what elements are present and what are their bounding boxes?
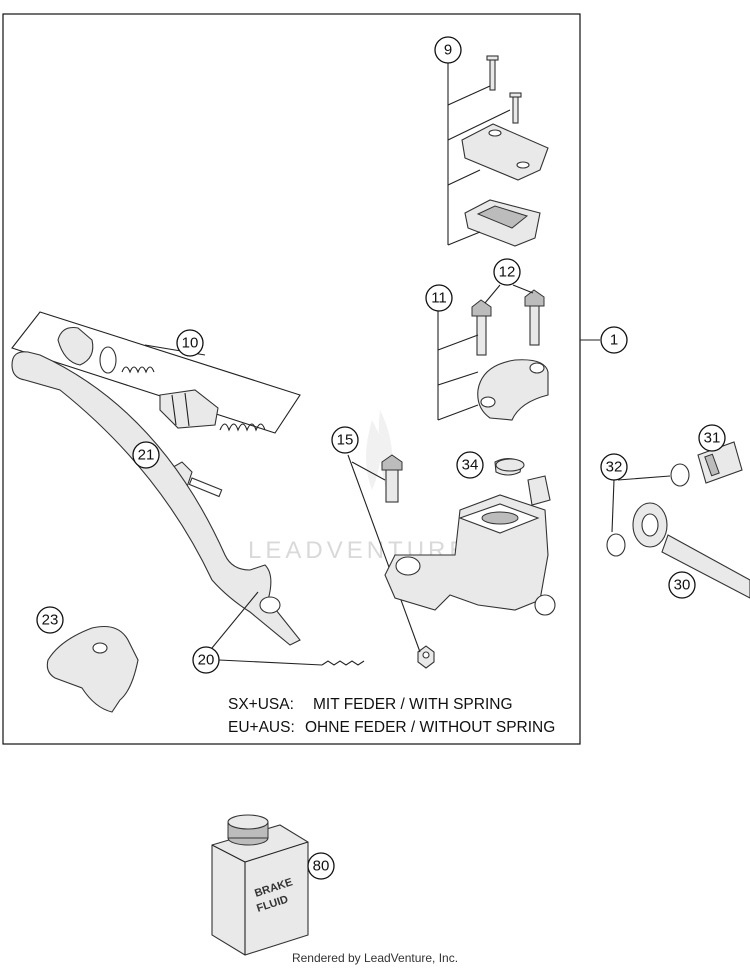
piston-kit-group	[11, 311, 301, 434]
clamp-bolt-right	[529, 304, 540, 346]
assembly-frame	[2, 13, 581, 745]
callout-21: 21	[132, 441, 160, 469]
callout-34: 34	[456, 451, 484, 479]
return-spring	[219, 423, 266, 432]
note-text-2: OHNE FEDER / WITHOUT SPRING	[305, 719, 555, 736]
callout-80: 80	[307, 852, 335, 880]
brake-hose	[661, 534, 750, 599]
brake-hose-group	[606, 441, 750, 599]
callout-23: 23	[36, 606, 64, 634]
svg-text:10: 10	[182, 335, 199, 352]
lever-group	[11, 351, 365, 666]
svg-text:12: 12	[499, 264, 516, 281]
washer-upper	[670, 463, 690, 487]
piston	[159, 389, 219, 429]
callout-32: 32	[600, 453, 628, 481]
brake-fluid-can: BRAKE FLUID	[211, 814, 309, 956]
note-text-1: MIT FEDER / WITH SPRING	[313, 696, 513, 713]
pivot-bolt	[385, 467, 399, 503]
svg-text:1: 1	[610, 332, 618, 349]
callout-11: 11	[425, 284, 453, 312]
clamp-group	[437, 284, 549, 421]
svg-text:23: 23	[42, 612, 59, 629]
svg-text:9: 9	[444, 42, 452, 59]
note-region-2: EU+AUS:	[228, 719, 295, 736]
callout-30: 30	[668, 571, 696, 599]
reservoir-plug	[495, 458, 525, 472]
callout-10: 10	[176, 329, 204, 357]
svg-text:11: 11	[431, 290, 447, 307]
clamp-bolt-left	[476, 314, 487, 356]
svg-text:31: 31	[704, 430, 721, 447]
master-cylinder-body	[384, 457, 556, 616]
washer-lower	[606, 533, 626, 557]
callout-1: 1	[600, 326, 628, 354]
footer-credit: Rendered by LeadVenture, Inc.	[292, 951, 458, 965]
adjuster-screw	[188, 477, 223, 498]
reservoir-cap-group	[447, 55, 549, 247]
svg-text:15: 15	[337, 432, 354, 449]
svg-text:21: 21	[138, 447, 155, 464]
callout-12: 12	[493, 258, 521, 286]
lever-spring	[321, 660, 365, 666]
circlip	[99, 346, 117, 374]
callout-20: 20	[192, 646, 220, 674]
callout-31: 31	[698, 424, 726, 452]
reservoir-cap	[461, 123, 549, 181]
note-region-1: SX+USA:	[228, 696, 294, 713]
cap-screw-right	[512, 94, 519, 124]
dust-boot	[57, 326, 94, 366]
handlebar-clamp	[477, 359, 549, 421]
callout-15: 15	[331, 426, 359, 454]
pivot-bolt-group	[347, 454, 435, 669]
svg-text:32: 32	[606, 459, 623, 476]
svg-text:30: 30	[674, 577, 691, 594]
svg-text:34: 34	[462, 457, 479, 474]
svg-text:20: 20	[198, 652, 215, 669]
lever-guard	[46, 625, 139, 713]
brake-lever	[11, 351, 301, 646]
lever-guard-group	[46, 625, 139, 713]
cap-screw-left	[489, 57, 496, 91]
callout-9: 9	[434, 36, 462, 64]
svg-text:80: 80	[313, 858, 330, 875]
